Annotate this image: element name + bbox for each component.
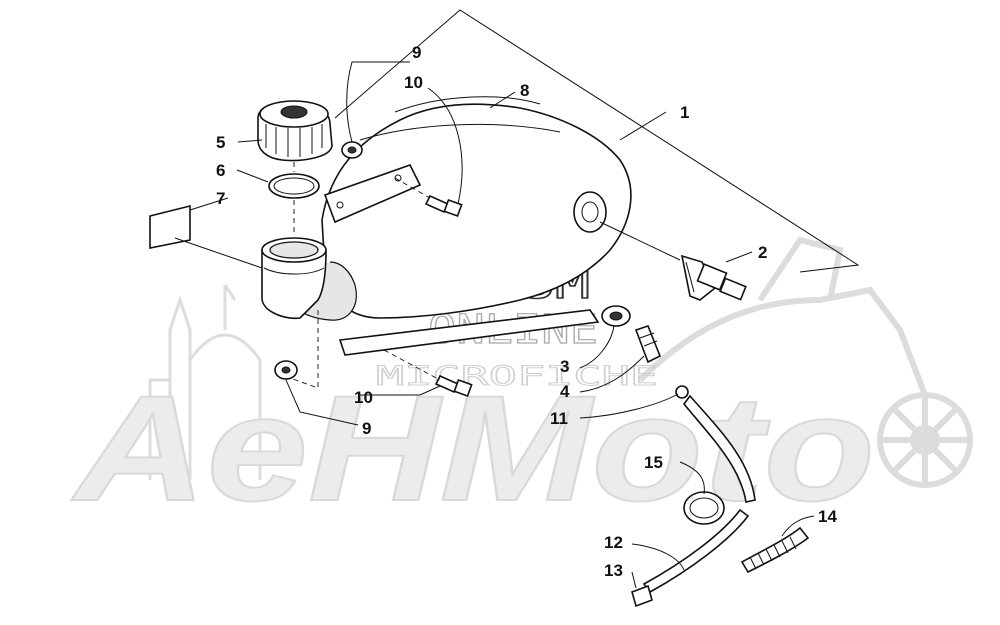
brand-watermark: AeHMoto bbox=[70, 364, 875, 532]
callout-5: 5 bbox=[216, 133, 225, 152]
leader-lines bbox=[189, 61, 815, 589]
callout-7: 7 bbox=[216, 189, 225, 208]
callout-1: 1 bbox=[680, 103, 689, 122]
callout-13: 13 bbox=[604, 561, 623, 580]
spring-guard bbox=[740, 526, 810, 574]
callout-labels: 1 2 3 4 5 6 7 8 9 9 10 10 11 12 13 14 15 bbox=[216, 43, 837, 580]
callout-9-upper: 9 bbox=[412, 43, 421, 62]
callout-10-upper: 10 bbox=[404, 73, 423, 92]
callout-9-lower: 9 bbox=[362, 419, 371, 438]
callout-3: 3 bbox=[560, 357, 569, 376]
microfiche-watermark: MICROFICHE bbox=[376, 361, 658, 392]
callout-14: 14 bbox=[818, 507, 837, 526]
callout-12: 12 bbox=[604, 533, 623, 552]
callout-4: 4 bbox=[560, 382, 570, 401]
fuel-hose-set bbox=[631, 385, 810, 608]
callout-2: 2 bbox=[758, 243, 767, 262]
filler-neck bbox=[261, 237, 327, 320]
cap-gasket bbox=[268, 162, 320, 232]
fuel-cap bbox=[257, 100, 333, 162]
motorcycle-watermark-icon bbox=[637, 236, 973, 488]
lower-mount-hardware bbox=[274, 349, 473, 398]
fuel-tank bbox=[269, 96, 632, 389]
assembly-bracket bbox=[334, 9, 860, 273]
callout-6: 6 bbox=[216, 161, 225, 180]
watermark-layer: AeHMoto HLSM ONLINE MICROFICHE bbox=[69, 236, 973, 533]
upper-mount-hardware bbox=[341, 141, 463, 218]
callout-11: 11 bbox=[550, 409, 568, 428]
callout-10-lower: 10 bbox=[354, 388, 373, 407]
cityscape-watermark-icon bbox=[148, 284, 262, 480]
callout-15: 15 bbox=[644, 453, 663, 472]
callout-8: 8 bbox=[520, 81, 529, 100]
grommet-fitting bbox=[601, 305, 662, 364]
fuel-valve bbox=[599, 221, 747, 301]
hose-clamp bbox=[683, 491, 725, 525]
decal bbox=[149, 204, 263, 269]
